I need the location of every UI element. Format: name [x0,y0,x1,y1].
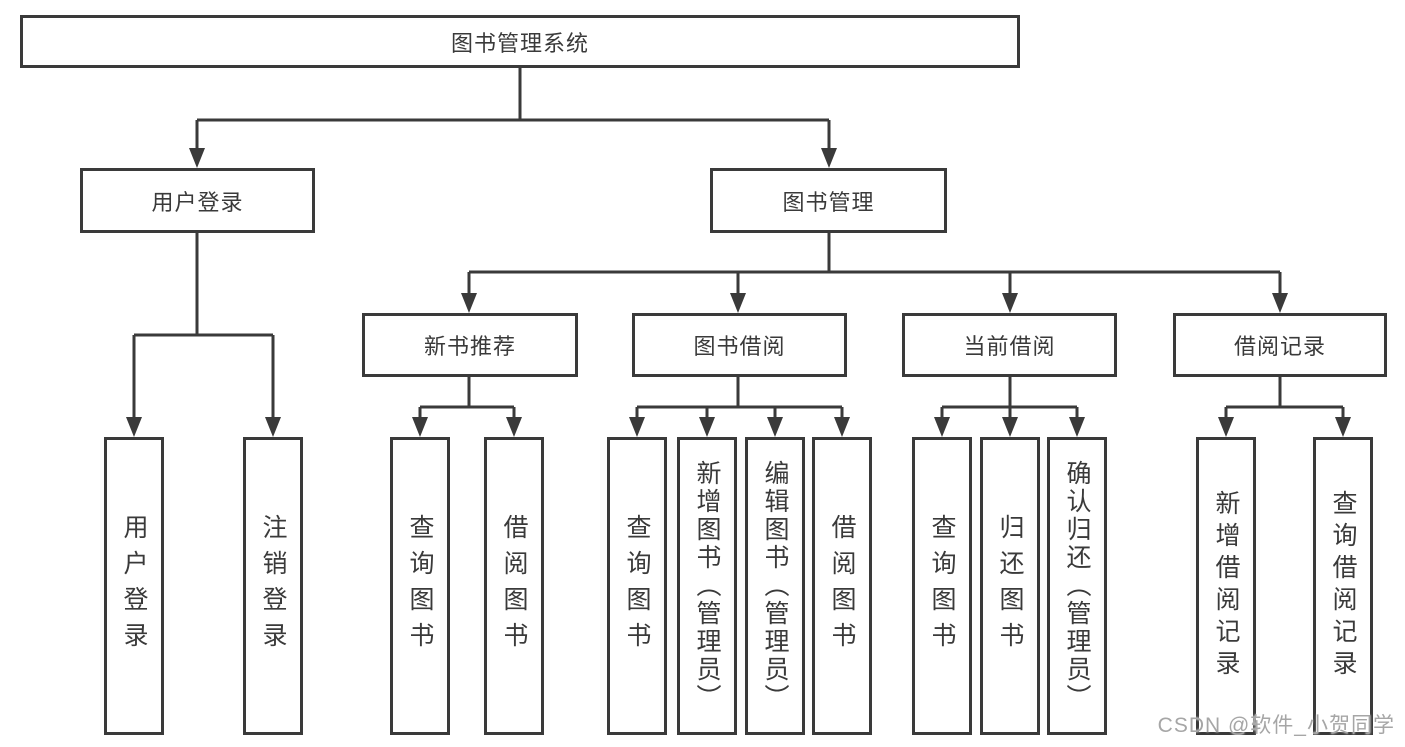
leaf-add-book-admin: 新增图书（管理员） [677,437,737,735]
node-current-borrow: 当前借阅 [902,313,1117,377]
leaf-query-books-recommend: 查询图书 [390,437,450,735]
leaf-logout: 注销登录 [243,437,303,735]
leaf-return-books: 归还图书 [980,437,1040,735]
leaf-add-borrow-record: 新增借阅记录 [1196,437,1256,735]
leaf-query-borrow-record: 查询借阅记录 [1313,437,1373,735]
leaf-confirm-return-admin: 确认归还（管理员） [1047,437,1107,735]
leaf-borrow-books-recommend: 借阅图书 [484,437,544,735]
leaf-query-books-borrow: 查询图书 [607,437,667,735]
leaf-borrow-books: 借阅图书 [812,437,872,735]
node-user-login: 用户登录 [80,168,315,233]
node-borrow-record: 借阅记录 [1173,313,1387,377]
leaf-user-login: 用户登录 [104,437,164,735]
node-new-book-recommend: 新书推荐 [362,313,578,377]
leaf-edit-book-admin: 编辑图书（管理员） [745,437,805,735]
csdn-watermark: CSDN @软件_小贺同学 [1157,714,1395,737]
node-library-management-system: 图书管理系统 [20,15,1020,68]
node-book-borrow: 图书借阅 [632,313,847,377]
arrowheads [126,148,1351,437]
node-book-management: 图书管理 [710,168,947,233]
leaf-query-books-current: 查询图书 [912,437,972,735]
